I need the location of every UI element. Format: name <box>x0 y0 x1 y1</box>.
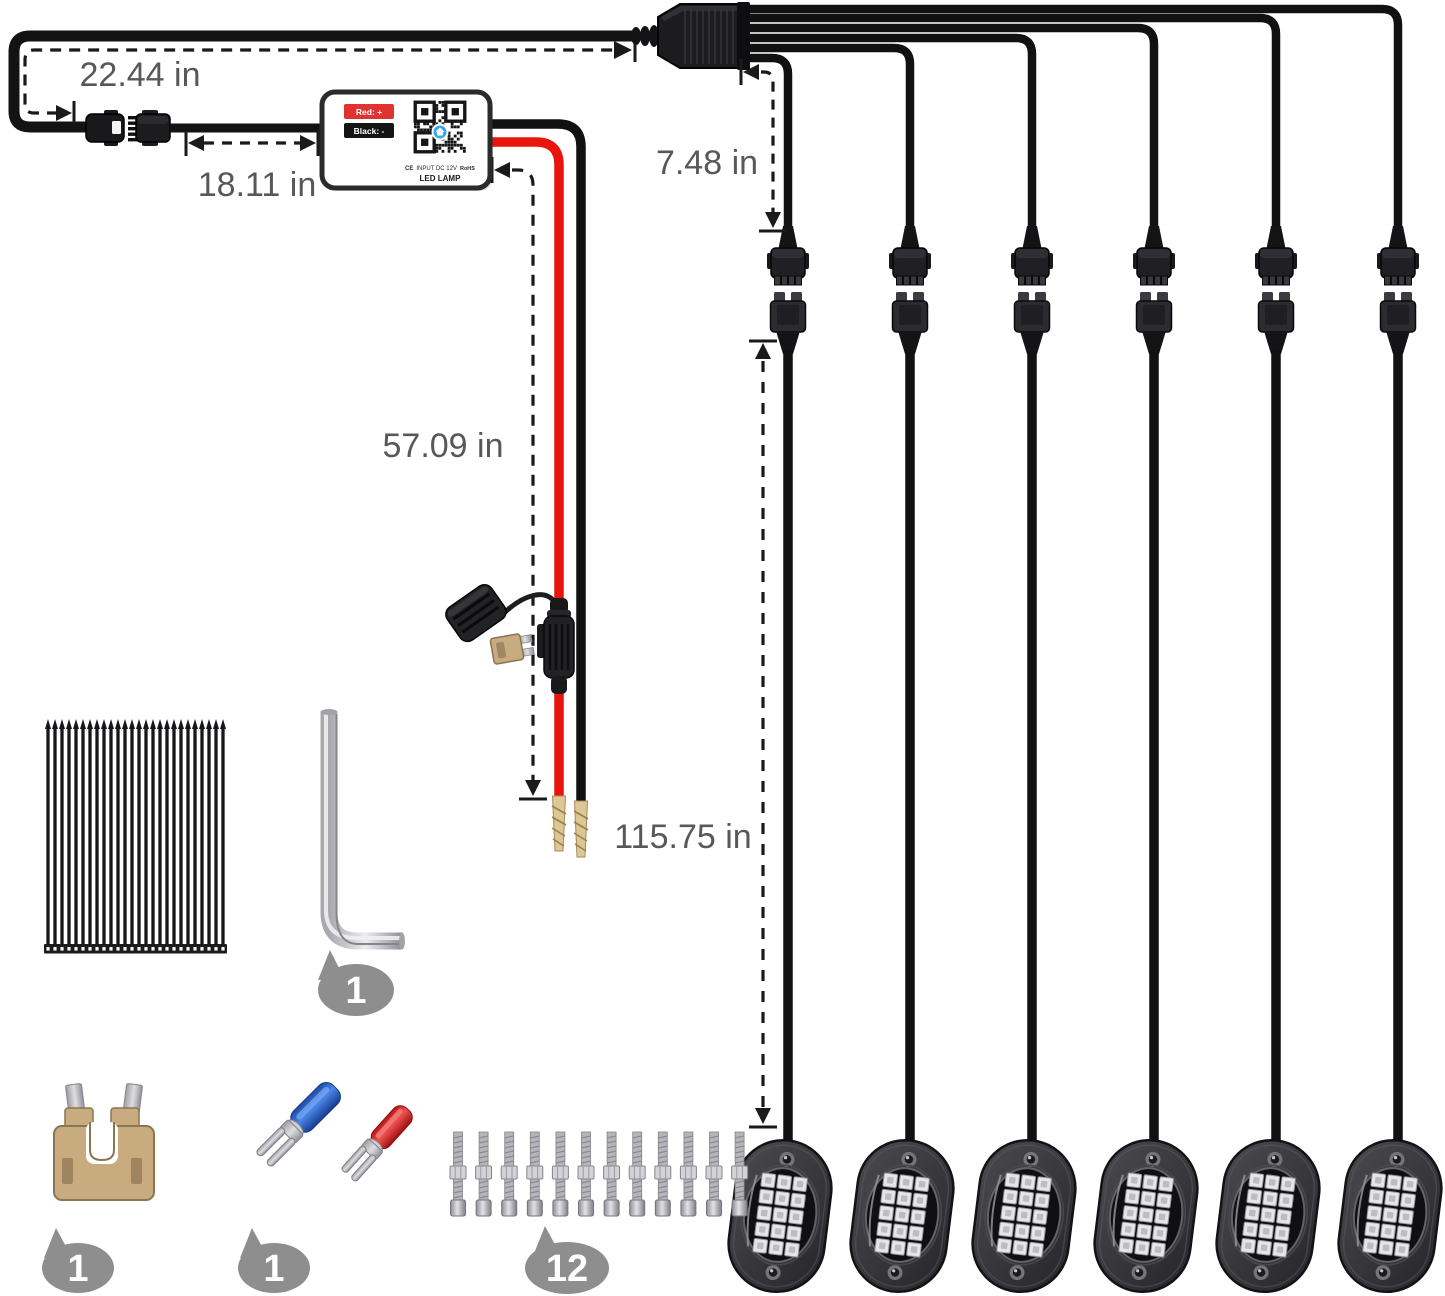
red-power-wire <box>486 137 564 798</box>
spare-fuse <box>53 1083 155 1201</box>
fuse-holder <box>445 583 575 694</box>
mounting-screw <box>577 1131 595 1217</box>
cable-connector-pair <box>1254 225 1298 355</box>
terminals-badge: 1 <box>238 1228 310 1293</box>
stripped-wire-end-black <box>573 800 589 858</box>
mounting-screws <box>449 1131 749 1217</box>
trunk-loop-length-label: 22.44 in <box>80 56 201 94</box>
arrow-down-icon <box>525 780 541 796</box>
cable-connector-pair <box>888 225 932 355</box>
measurement-splitter-drop <box>739 59 787 233</box>
splitter-feed-cable <box>746 53 793 238</box>
splitter-feed-cable <box>746 23 1159 238</box>
drop-cables <box>766 225 1420 1150</box>
qr-code <box>412 99 468 155</box>
arrow-left-icon <box>743 64 759 80</box>
mounting-screw <box>602 1131 621 1217</box>
allen-key-count: 1 <box>345 970 366 1012</box>
allen-key <box>320 709 405 950</box>
stripped-wire-end-red <box>551 795 567 852</box>
mounting-screw <box>705 1131 723 1217</box>
black-wire-label-text: Black: - <box>354 126 385 136</box>
power-plug-pair <box>85 110 171 146</box>
splitter-feed-cable <box>746 43 915 238</box>
mounting-screw <box>730 1131 749 1217</box>
mounting-screw <box>654 1131 672 1217</box>
trunk-extension-cable <box>8 30 640 133</box>
black-power-wire <box>486 119 586 803</box>
cable-connector-pair <box>1010 225 1054 355</box>
controller-product-text: LED LAMP <box>420 174 462 183</box>
zip-ties <box>44 719 227 954</box>
mounting-screw <box>679 1131 698 1217</box>
mounting-screw <box>500 1131 518 1217</box>
controller-lead-length-label: 18.11 in <box>198 166 316 204</box>
mounting-screw <box>628 1131 646 1217</box>
red-wire-label-text: Red: + <box>356 107 382 117</box>
arrow-up-icon <box>755 343 771 359</box>
arrow-right-icon <box>300 135 316 151</box>
measurement-power-wire <box>490 157 547 801</box>
mounting-screw <box>526 1131 544 1217</box>
rock-light-pod <box>1087 1133 1205 1296</box>
fuse-count: 1 <box>67 1248 88 1290</box>
red-wire-label <box>344 104 394 119</box>
spade-terminal-blue <box>256 1082 341 1167</box>
arrow-down-icon <box>765 212 781 228</box>
arrow-right-icon <box>614 41 632 59</box>
measurement-controller-lead <box>184 130 320 156</box>
arrow-left-icon <box>494 162 510 178</box>
rock-light-pods <box>721 1133 1445 1296</box>
splitter-feed-cables <box>746 4 1403 238</box>
screws-badge: 12 <box>525 1226 609 1294</box>
measurement-trunk-loop <box>23 38 637 125</box>
arrow-left-icon <box>188 135 204 151</box>
measurement-pod-cable <box>749 339 777 1129</box>
fuse-badge: 1 <box>42 1228 114 1293</box>
mounting-screw <box>551 1131 570 1217</box>
black-wire-label <box>344 123 394 138</box>
power-wire-length-label: 57.09 in <box>383 427 504 465</box>
arrow-down-icon <box>755 1108 771 1124</box>
mounting-screw <box>475 1131 493 1217</box>
rock-light-pod <box>1331 1133 1445 1296</box>
mini-fuse-icon <box>489 633 535 665</box>
splitter-feed-cable <box>746 33 1037 238</box>
mounting-screw <box>449 1131 467 1217</box>
pod-cable-length-label: 115.75 in <box>614 818 751 856</box>
cable-connector-pair <box>1132 225 1176 355</box>
rock-light-pod <box>965 1133 1083 1296</box>
screw-count: 12 <box>546 1248 588 1290</box>
splitter <box>631 2 750 70</box>
allen-key-badge: 1 <box>318 950 394 1016</box>
splitter-feed-cable <box>746 13 1281 238</box>
rock-light-pod <box>1209 1133 1327 1296</box>
terminal-count: 1 <box>263 1248 284 1290</box>
arrow-right-icon <box>56 105 72 121</box>
splitter-drop-length-label: 7.48 in <box>656 144 758 182</box>
spade-terminal-red <box>341 1105 413 1182</box>
splitter-feed-cable <box>746 4 1403 238</box>
rock-light-pod <box>843 1133 961 1296</box>
cable-connector-pair <box>766 225 810 355</box>
cable-connector-pair <box>1376 225 1420 355</box>
